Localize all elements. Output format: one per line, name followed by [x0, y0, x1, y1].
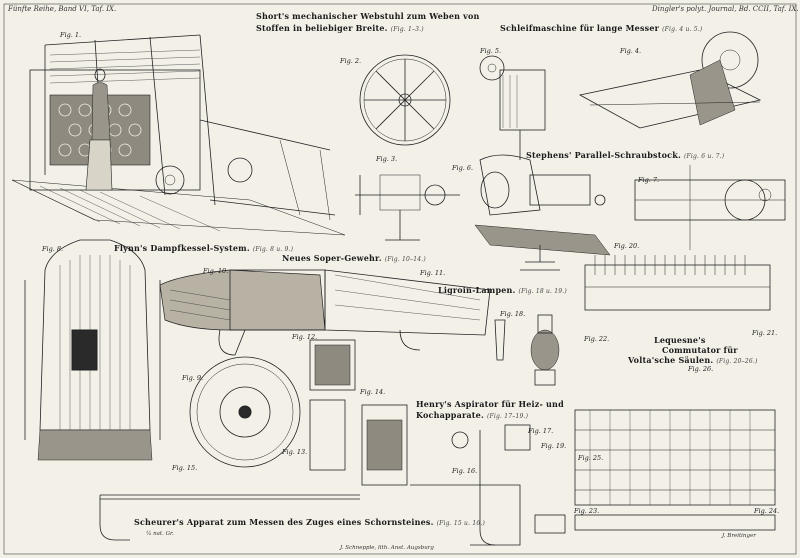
grinding-machine-drawing — [479, 31, 762, 160]
fig-11-label: Fig. 11. — [420, 269, 446, 277]
vise-drawing — [474, 154, 611, 271]
footer-printer: J. Schnepple, lith. Anst. Augsburg — [340, 545, 434, 551]
footer-engraver: J. Breitinger — [722, 533, 756, 539]
fig-13-label: Fig. 13. — [282, 448, 308, 456]
fig-20-label: Fig. 20. — [614, 242, 640, 250]
boiler-drawing — [24, 239, 161, 461]
fig-16-label: Fig. 16. — [452, 467, 478, 475]
fig-17-label: Fig. 17. — [528, 427, 554, 435]
title-short-line2: Stoffen in beliebiger Breite. (Fig. 1–3.… — [256, 23, 424, 33]
fig-22-label: Fig. 22. — [584, 335, 610, 343]
circular-plate-drawing — [189, 356, 301, 468]
fig-9-label: Fig. 9. — [182, 374, 204, 382]
fig7-plan — [634, 165, 786, 250]
rifle-drawing — [159, 269, 491, 356]
title-soper: Neues Soper-Gewehr. (Fig. 10–14.) — [282, 253, 426, 263]
fig-14-label: Fig. 14. — [360, 388, 386, 396]
fig-7-label: Fig. 7. — [638, 176, 660, 184]
title-lequesne-2: Commutator für — [662, 345, 738, 355]
fig-5-label: Fig. 5. — [480, 47, 502, 55]
fig-21-label: Fig. 21. — [752, 329, 778, 337]
title-ligroin: Ligroin-Lampen. (Fig. 18 u. 19.) — [438, 285, 567, 295]
fig-4-label: Fig. 4. — [620, 47, 642, 55]
lamps-drawing — [494, 314, 560, 386]
commutator-grid-drawing — [574, 409, 776, 531]
title-lequesne-3: Volta'sche Säulen. (Fig. 20–26.) — [628, 355, 758, 365]
fig-1-label: Fig. 1. — [60, 31, 82, 39]
fig-15-label: Fig. 15. — [172, 464, 198, 472]
title-stephens: Stephens' Parallel-Schraubstock. (Fig. 6… — [526, 150, 725, 160]
fig-23-label: Fig. 23. — [574, 507, 600, 515]
fig-2-label: Fig. 2. — [340, 57, 362, 65]
title-scheurer: Scheurer's Apparat zum Messen des Zuges … — [134, 517, 486, 527]
title-schleifmaschine: Schleifmaschine für lange Messer (Fig. 4… — [500, 23, 703, 33]
fig-19-label: Fig. 19. — [541, 442, 567, 450]
scheurer-apparatus-drawing — [99, 424, 566, 546]
fig-10-label: Fig. 10. — [203, 267, 229, 275]
header-series: Fünfte Reihe, Band VI, Taf. IX. — [8, 5, 117, 13]
fig-8-label: Fig. 8. — [42, 245, 64, 253]
header-journal: Dingler's polyt. Journal, Bd. CCII, Taf.… — [652, 5, 799, 13]
fig-26-label: Fig. 26. — [688, 365, 714, 373]
plate-border — [3, 3, 797, 555]
breech-parts-drawing — [309, 339, 408, 486]
fig-25-label: Fig. 25. — [578, 454, 604, 462]
title-henry-2: Kochapparate. (Fig. 17–19.) — [416, 410, 529, 420]
fig-24-label: Fig. 24. — [754, 507, 780, 515]
wheel-drawing — [359, 54, 451, 146]
loom-drawing — [11, 34, 346, 236]
title-flynn: Flynn's Dampfkessel-System. (Fig. 8 u. 9… — [114, 243, 294, 253]
fig-18-label: Fig. 18. — [500, 310, 526, 318]
scale-note: ¼ nat. Gr. — [146, 531, 174, 537]
commutator-top-drawing — [584, 255, 771, 311]
fig-6-label: Fig. 6. — [452, 164, 474, 172]
title-henry-1: Henry's Aspirator für Heiz- und — [416, 399, 564, 409]
fig-3-label: Fig. 3. — [376, 155, 398, 163]
title-lequesne-1: Lequesne's — [654, 335, 706, 345]
fig3-mechanism — [355, 174, 460, 241]
fig-12-label: Fig. 12. — [292, 333, 318, 341]
title-short-line1: Short's mechanischer Webstuhl zum Weben … — [256, 11, 480, 21]
